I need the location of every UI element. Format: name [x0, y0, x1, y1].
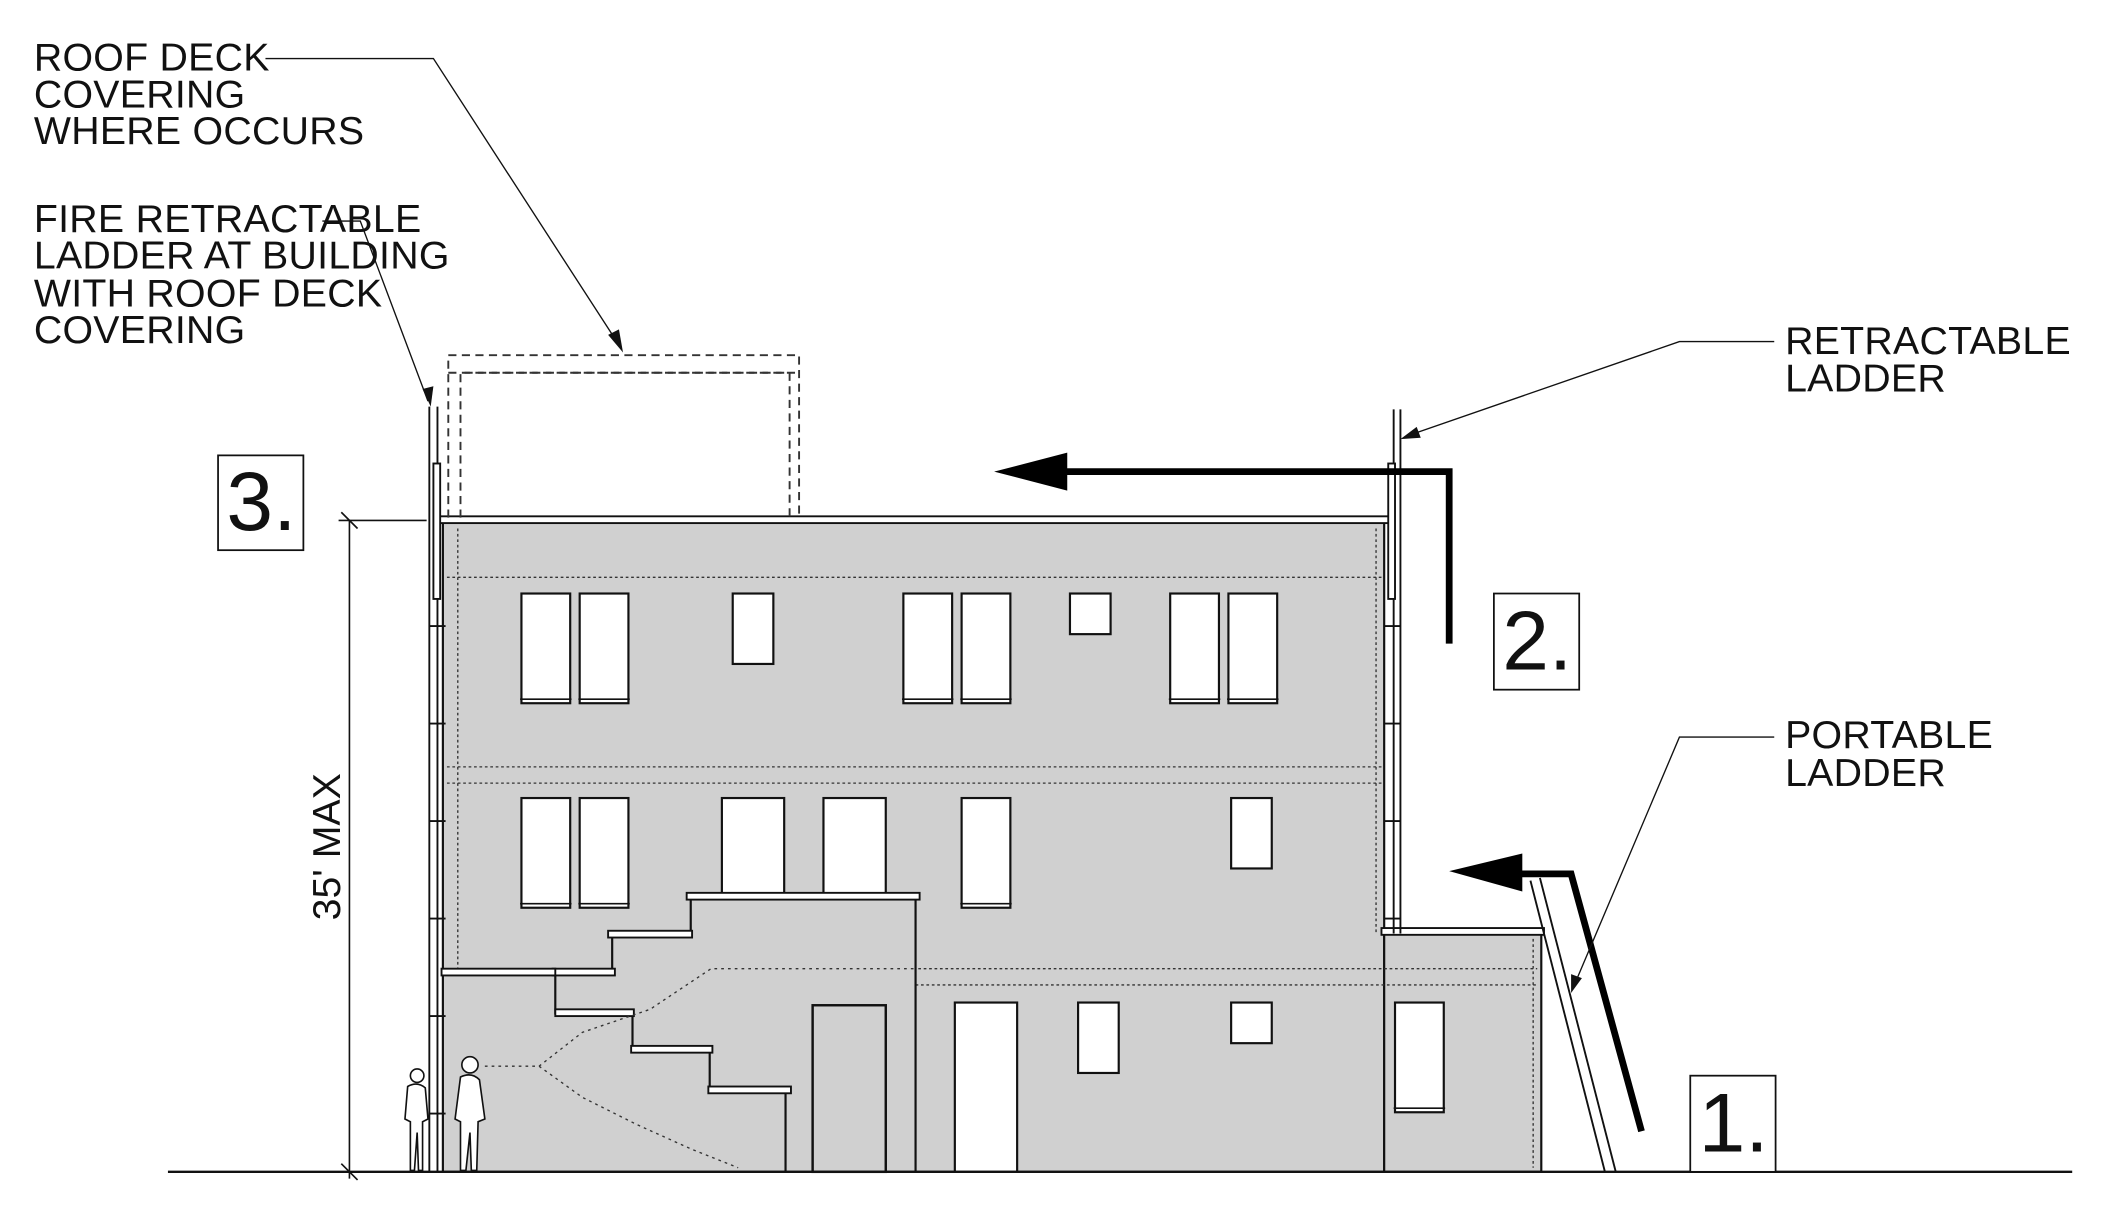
step-3-box: [217, 454, 305, 552]
window: [902, 592, 954, 705]
leader-arrowheads: [422, 329, 1582, 994]
window: [520, 592, 572, 705]
main-parapet-cap: [437, 515, 1391, 525]
window: [1230, 796, 1273, 870]
arrowhead-icon: [994, 452, 1068, 491]
person-figure: [454, 1055, 486, 1172]
height-dimension-label: 35' MAX: [305, 773, 349, 920]
leader-lines: [265, 57, 1775, 987]
route-arrows: [1056, 468, 1645, 1133]
window: [731, 592, 775, 666]
roof-deck-leader: [265, 57, 621, 348]
step-1-box: [1689, 1074, 1777, 1173]
window: [960, 796, 1012, 909]
arrow-heads: [994, 452, 1523, 892]
roof-deck-covering: [447, 354, 801, 518]
ground-door: [953, 1001, 1019, 1173]
window-sills: [520, 698, 1446, 1109]
window: [1169, 592, 1221, 705]
route-arrow-1: [1506, 870, 1645, 1133]
window: [960, 592, 1012, 705]
windows: [520, 592, 1445, 1173]
addition-parapet-cap: [1380, 927, 1545, 936]
portable-ladder: [1529, 877, 1617, 1173]
ground-door: [811, 1004, 887, 1174]
fire-ladder-note: FIRE RETRACTABLE LADDER AT BUILDING WITH…: [34, 197, 461, 352]
retractable-ladder-note: RETRACTABLE LADDER: [1785, 319, 2082, 401]
window: [1068, 592, 1112, 636]
window: [1230, 1001, 1273, 1045]
route-arrow-2: [1056, 468, 1453, 644]
roof-deck-note: ROOF DECK COVERING WHERE OCCURS: [34, 36, 364, 153]
height-dimension: [338, 511, 427, 1181]
fire-retractable-ladder: [428, 406, 446, 1172]
portable-ladder-leader: [1573, 736, 1775, 987]
window: [720, 796, 786, 898]
portable-ladder-note: PORTABLE LADDER: [1785, 713, 2004, 795]
window: [520, 796, 572, 909]
person-figure: [404, 1068, 429, 1172]
window: [578, 592, 630, 705]
retractable-ladder: [1384, 409, 1402, 934]
fire-ladder-leader: [322, 220, 429, 402]
arrowhead-icon: [1449, 853, 1523, 892]
window: [1393, 1001, 1445, 1114]
step-1-label: 1.: [1699, 1076, 1769, 1170]
floor-lines: [446, 528, 1538, 1168]
stair-treads: [440, 891, 921, 1095]
retractable-ladder-leader: [1405, 340, 1775, 438]
step-3-label: 3.: [226, 454, 296, 548]
window: [578, 796, 630, 909]
step-2-box: [1493, 592, 1581, 691]
window: [1227, 592, 1279, 705]
step-boxes: [217, 454, 1777, 1173]
person-figures: [404, 1055, 486, 1172]
window: [1077, 1001, 1120, 1075]
window: [822, 796, 887, 898]
step-2-label: 2.: [1502, 593, 1572, 687]
sight-lines: [484, 968, 916, 1169]
